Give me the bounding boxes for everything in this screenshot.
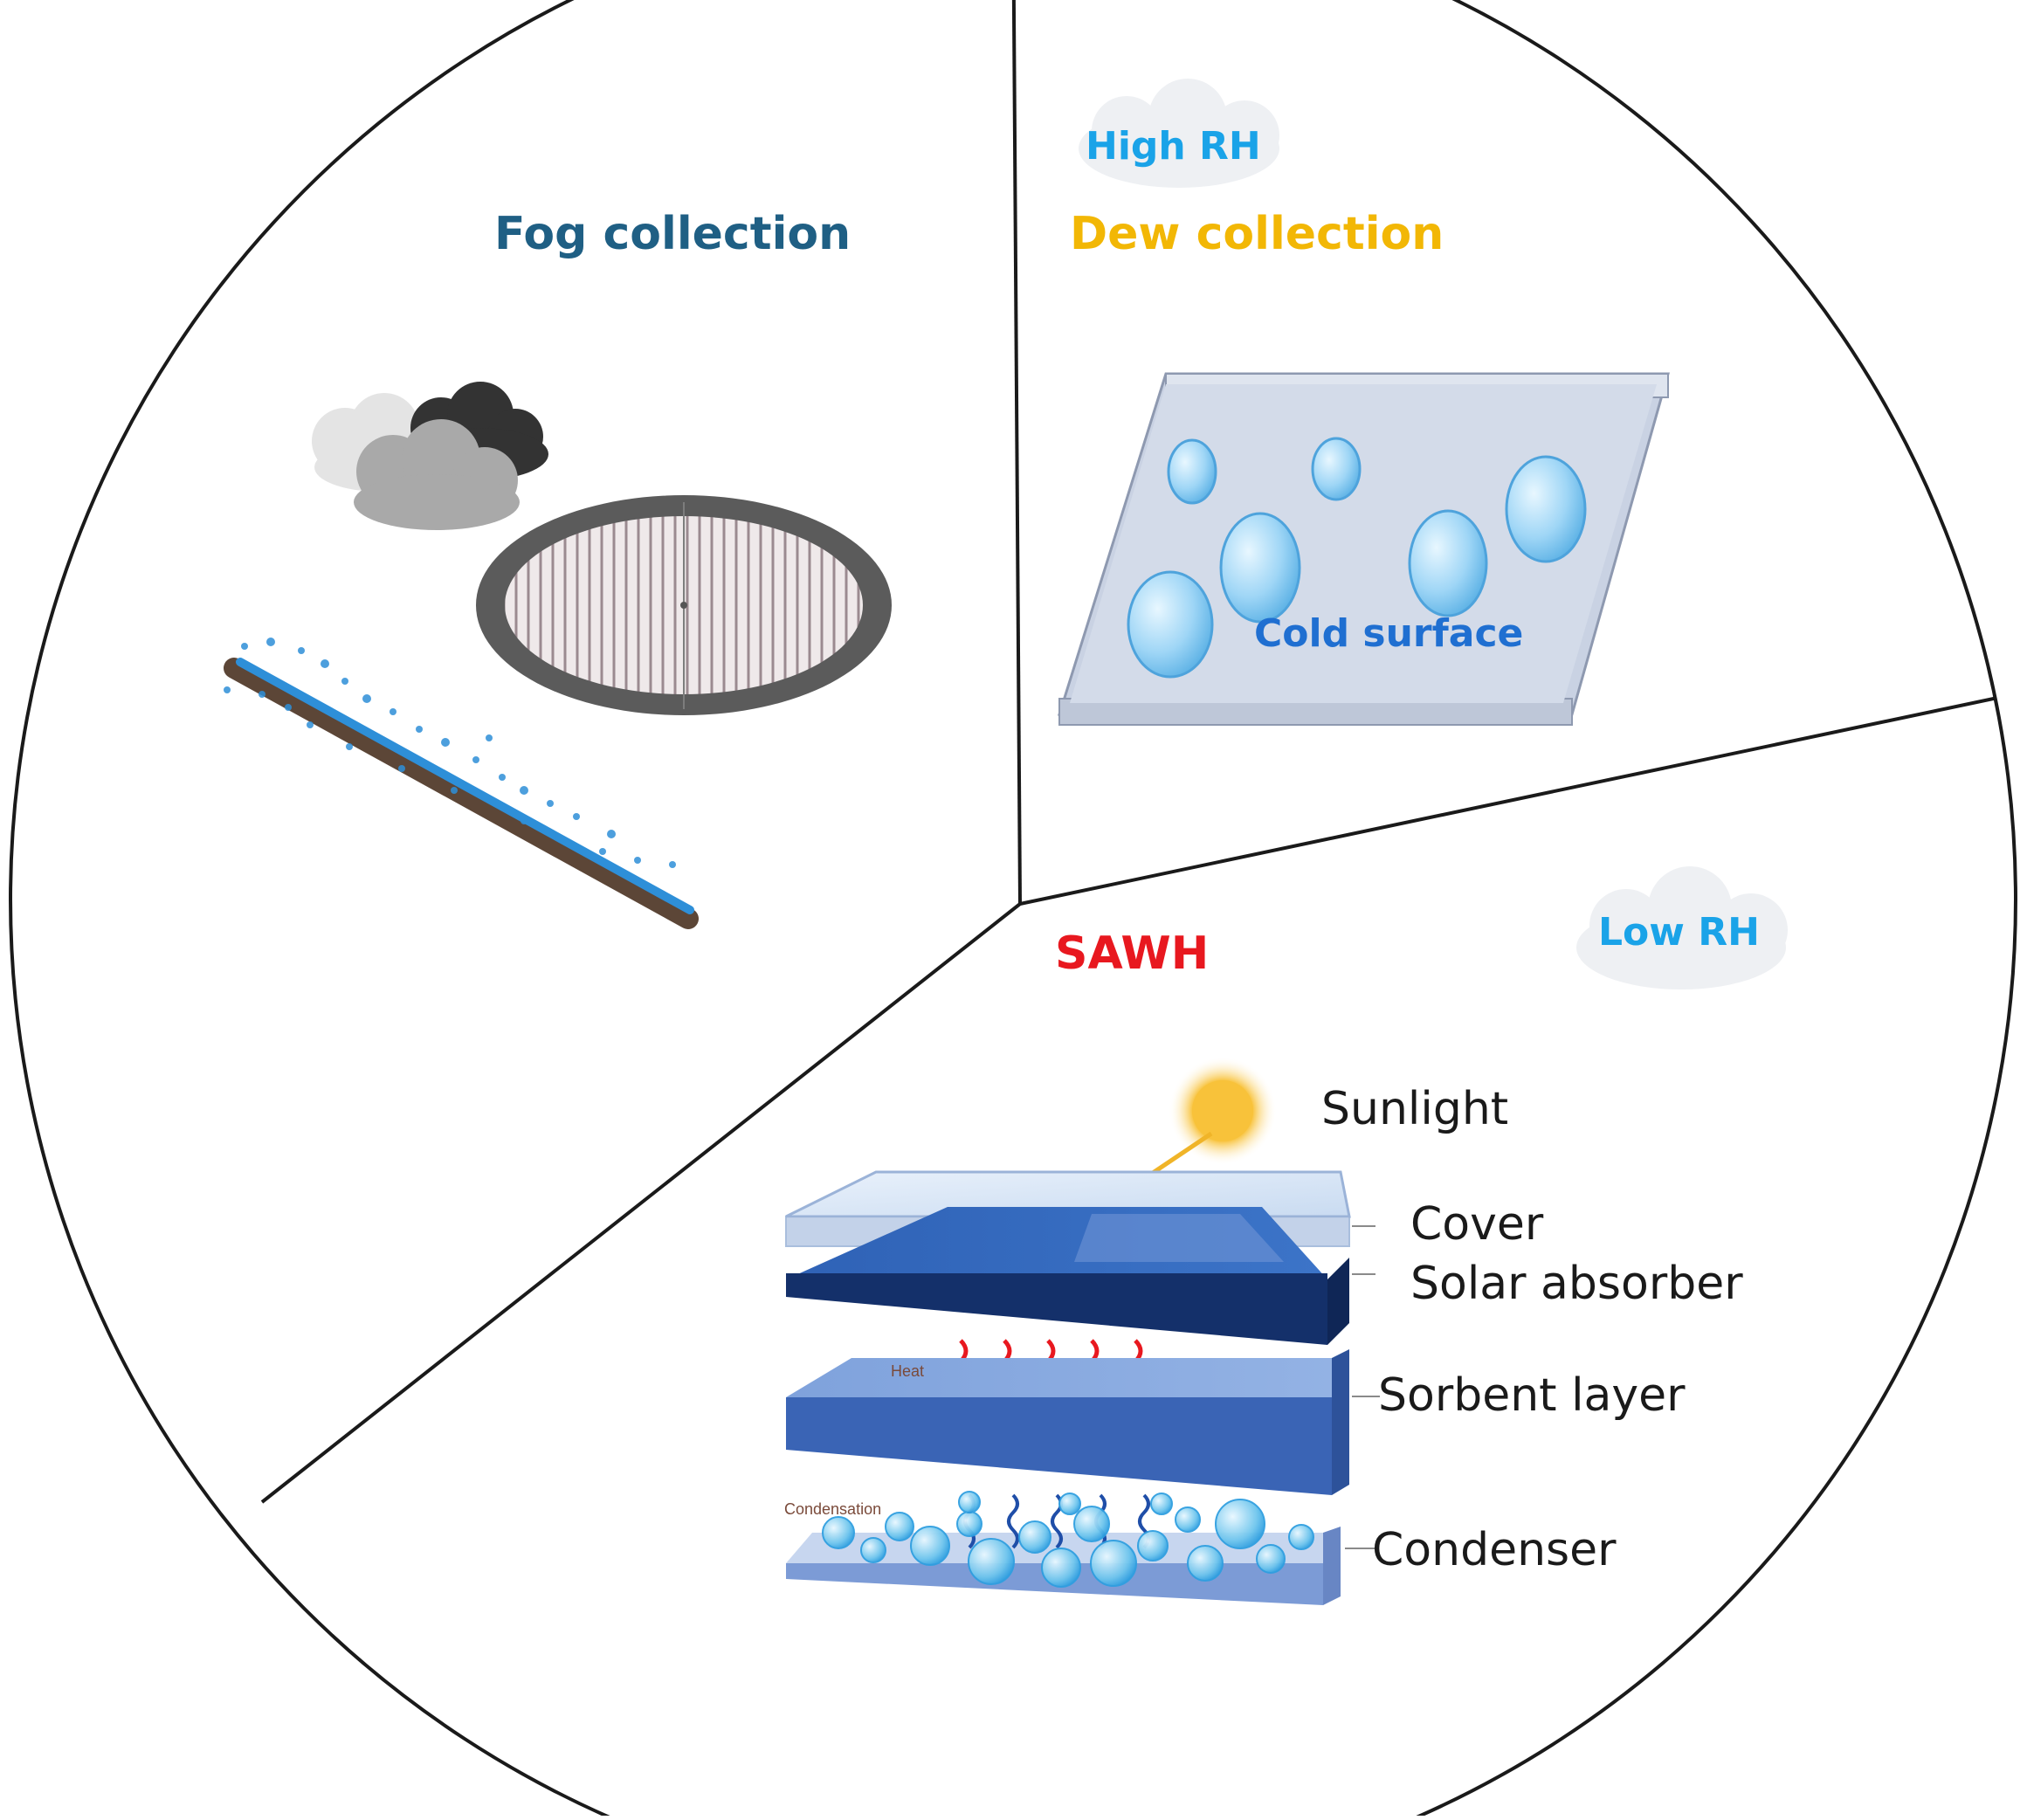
condensation-small-label: Condensation xyxy=(784,1500,882,1518)
fog-harp-wire-icon xyxy=(224,638,699,929)
cold-surface-label: Cold surface xyxy=(1254,611,1524,656)
layer-leader-lines xyxy=(1345,1225,1380,1549)
dew-collection-title: Dew collection xyxy=(1070,208,1444,260)
solar-absorber-label: Solar absorber xyxy=(1410,1258,1743,1310)
fog-clouds xyxy=(312,382,548,530)
section-dividers xyxy=(260,0,2016,1504)
sawh-absorber-layer xyxy=(786,1207,1349,1345)
high-rh-label: High RH xyxy=(1086,124,1261,169)
water-drop-icon xyxy=(1311,437,1362,501)
fog-mesh-icon xyxy=(476,495,892,715)
sorbent-layer-label: Sorbent layer xyxy=(1378,1369,1686,1422)
condenser-label: Condenser xyxy=(1372,1524,1617,1576)
dew-drops xyxy=(1127,437,1587,679)
water-drop-icon xyxy=(1219,512,1301,624)
divider-right xyxy=(1019,688,2016,906)
sawh-title: SAWH xyxy=(1055,927,1210,980)
cover-label: Cover xyxy=(1410,1198,1544,1251)
water-drop-icon xyxy=(1505,455,1587,563)
sunlight-label: Sunlight xyxy=(1321,1083,1509,1135)
low-rh-label: Low RH xyxy=(1598,910,1760,955)
dew-cold-plate xyxy=(1057,372,1670,726)
fog-collection-title: Fog collection xyxy=(494,208,851,260)
divider-top xyxy=(1011,0,1022,905)
water-drop-icon xyxy=(1127,570,1214,679)
condenser-droplets xyxy=(822,1491,1314,1588)
water-drop-icon xyxy=(1408,509,1488,617)
water-drop-icon xyxy=(1167,438,1217,505)
heat-small-label: Heat xyxy=(891,1362,925,1380)
low-rh-cloud-icon xyxy=(1576,866,1788,989)
cloud-gray-icon xyxy=(354,419,520,530)
sawh-sorbent-layer xyxy=(786,1349,1349,1495)
high-rh-cloud-icon xyxy=(1079,79,1279,188)
divider-left xyxy=(260,902,1022,1504)
